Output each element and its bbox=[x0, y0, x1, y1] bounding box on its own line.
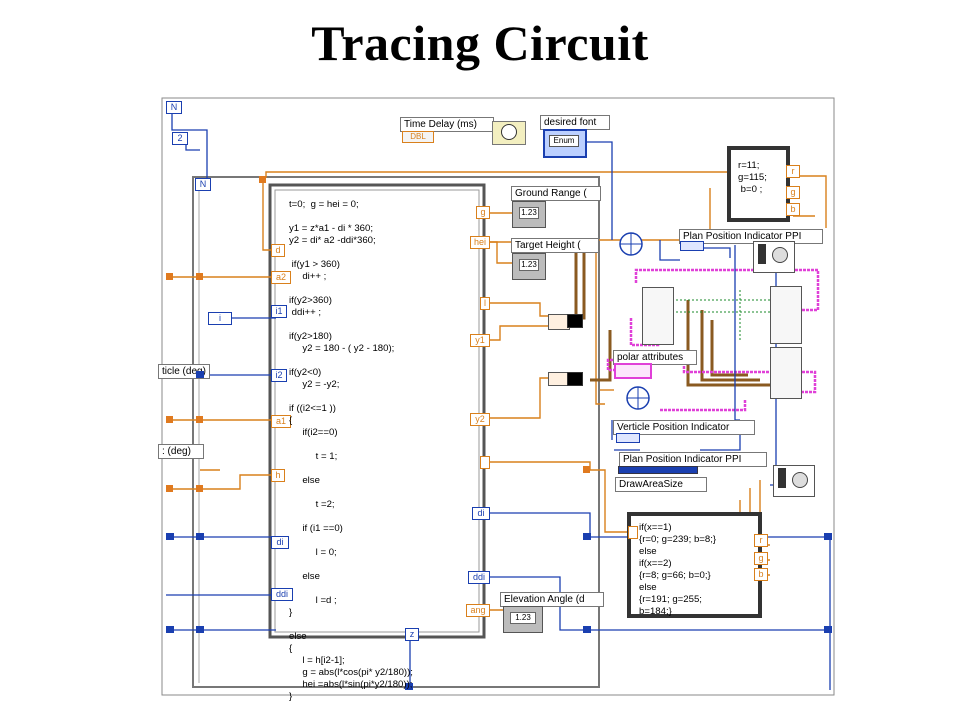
iteration-terminal: i bbox=[208, 312, 232, 325]
target-height-indicator: 1.23 bbox=[512, 253, 546, 280]
output-ddi: ddi bbox=[468, 571, 490, 584]
tunnel bbox=[196, 273, 203, 280]
desired-font-label: desired font bbox=[540, 115, 610, 130]
time-delay-label: Time Delay (ms) bbox=[400, 117, 494, 132]
rgb-formula-top-code: r=11; g=115; b=0 ; bbox=[738, 160, 767, 195]
output-r-top: r bbox=[786, 165, 800, 178]
draw-area-size-label: DrawAreaSize bbox=[615, 477, 707, 492]
traffic-light-icon bbox=[758, 244, 766, 264]
output-t bbox=[480, 456, 490, 469]
bundle-block-left bbox=[642, 287, 674, 345]
ground-range-value: 1.23 bbox=[519, 207, 539, 219]
polar-attributes-label: polar attributes bbox=[613, 350, 697, 365]
bundle-block-top-right bbox=[770, 286, 802, 344]
traffic-light-icon bbox=[778, 468, 786, 488]
for-loop-frame bbox=[192, 176, 600, 688]
input-a2: a2 bbox=[271, 271, 291, 284]
left-label-deg-2: : (deg) bbox=[158, 444, 204, 459]
output-b-top: b bbox=[786, 203, 800, 216]
input-ddi: ddi bbox=[271, 588, 293, 601]
tunnel bbox=[196, 533, 204, 540]
ppi-bottom-label: Plan Position Indicator PPI bbox=[619, 452, 767, 467]
tunnel bbox=[196, 626, 204, 633]
tunnel bbox=[824, 533, 832, 540]
tunnel bbox=[166, 273, 173, 280]
input-di: di bbox=[271, 536, 289, 549]
ppi-top-label: Plan Position Indicator PPI bbox=[679, 229, 823, 244]
tunnel bbox=[166, 416, 173, 423]
polar-attributes-cluster bbox=[614, 363, 652, 379]
elevation-angle-indicator: 1.23 bbox=[503, 606, 543, 633]
draw-area-size-bar bbox=[618, 466, 698, 474]
tunnel bbox=[259, 176, 266, 183]
tunnel bbox=[166, 485, 173, 492]
output-y2: y2 bbox=[470, 413, 490, 426]
tunnel bbox=[824, 626, 832, 633]
input-h: h bbox=[271, 469, 285, 482]
outer-frame bbox=[161, 97, 835, 696]
rgb-formula-bottom-code: if(x==1) {r=0; g=239; b=8;} else if(x==2… bbox=[639, 522, 717, 617]
output-g: g bbox=[476, 206, 490, 219]
tunnel bbox=[196, 371, 204, 378]
bundle-block-bottom-right bbox=[770, 347, 802, 399]
tunnel bbox=[196, 485, 203, 492]
output-y1: y1 bbox=[470, 334, 490, 347]
target-height-label: Target Height ( bbox=[511, 238, 599, 253]
time-delay-control[interactable]: DBL bbox=[402, 131, 434, 143]
tunnel bbox=[583, 626, 591, 633]
output-g-top: g bbox=[786, 186, 800, 199]
verticle-position-terminal bbox=[616, 433, 640, 443]
loop-count-terminal-top: N bbox=[166, 101, 182, 114]
tunnel bbox=[583, 466, 590, 473]
verticle-position-label: Verticle Position Indicator bbox=[613, 420, 755, 435]
clock-icon bbox=[501, 124, 517, 140]
input-a1: a1 bbox=[271, 415, 291, 428]
output-b-bottom: b bbox=[754, 568, 768, 581]
output-di: di bbox=[472, 507, 490, 520]
formula-node-frame bbox=[268, 183, 486, 639]
output-g-bottom: g bbox=[754, 552, 768, 565]
ppi-top-terminal bbox=[680, 241, 704, 251]
color-wheel-icon bbox=[792, 472, 808, 488]
formula-node-code: t=0; g = hei = 0; y1 = z*a1 - di * 360; … bbox=[289, 199, 413, 702]
input-d: d bbox=[271, 244, 285, 257]
rgb-formula-bottom: if(x==1) {r=0; g=239; b=8;} else if(x==2… bbox=[627, 512, 762, 618]
enum-value: Enum bbox=[549, 135, 579, 147]
input-x bbox=[628, 526, 638, 539]
output-hei: hei bbox=[470, 236, 490, 249]
input-z: z bbox=[405, 628, 419, 641]
output-r-bottom: r bbox=[754, 534, 768, 547]
bundle-glyph-1 bbox=[567, 314, 583, 328]
bundle-glyph-2 bbox=[567, 372, 583, 386]
rgb-formula-top: r=11; g=115; b=0 ; bbox=[727, 146, 790, 222]
tunnel bbox=[196, 416, 203, 423]
tunnel bbox=[405, 683, 413, 690]
elevation-angle-label: Elevation Angle (d bbox=[500, 592, 604, 607]
page-title: Tracing Circuit bbox=[311, 15, 649, 71]
input-i2: i2 bbox=[271, 369, 287, 382]
ground-range-indicator: 1.23 bbox=[512, 201, 546, 228]
tunnel bbox=[166, 626, 174, 633]
target-height-value: 1.23 bbox=[519, 259, 539, 271]
output-l: l bbox=[480, 297, 490, 310]
elevation-angle-value: 1.23 bbox=[510, 612, 536, 624]
input-i1: i1 bbox=[271, 305, 287, 318]
output-ang: ang bbox=[466, 604, 490, 617]
constant-two: 2 bbox=[172, 132, 188, 145]
color-wheel-icon bbox=[772, 247, 788, 263]
ground-range-label: Ground Range ( bbox=[511, 186, 601, 201]
desired-font-control[interactable]: Enum bbox=[543, 129, 587, 158]
tunnel bbox=[166, 533, 174, 540]
loop-count-terminal: N bbox=[195, 178, 211, 191]
tunnel bbox=[583, 533, 591, 540]
